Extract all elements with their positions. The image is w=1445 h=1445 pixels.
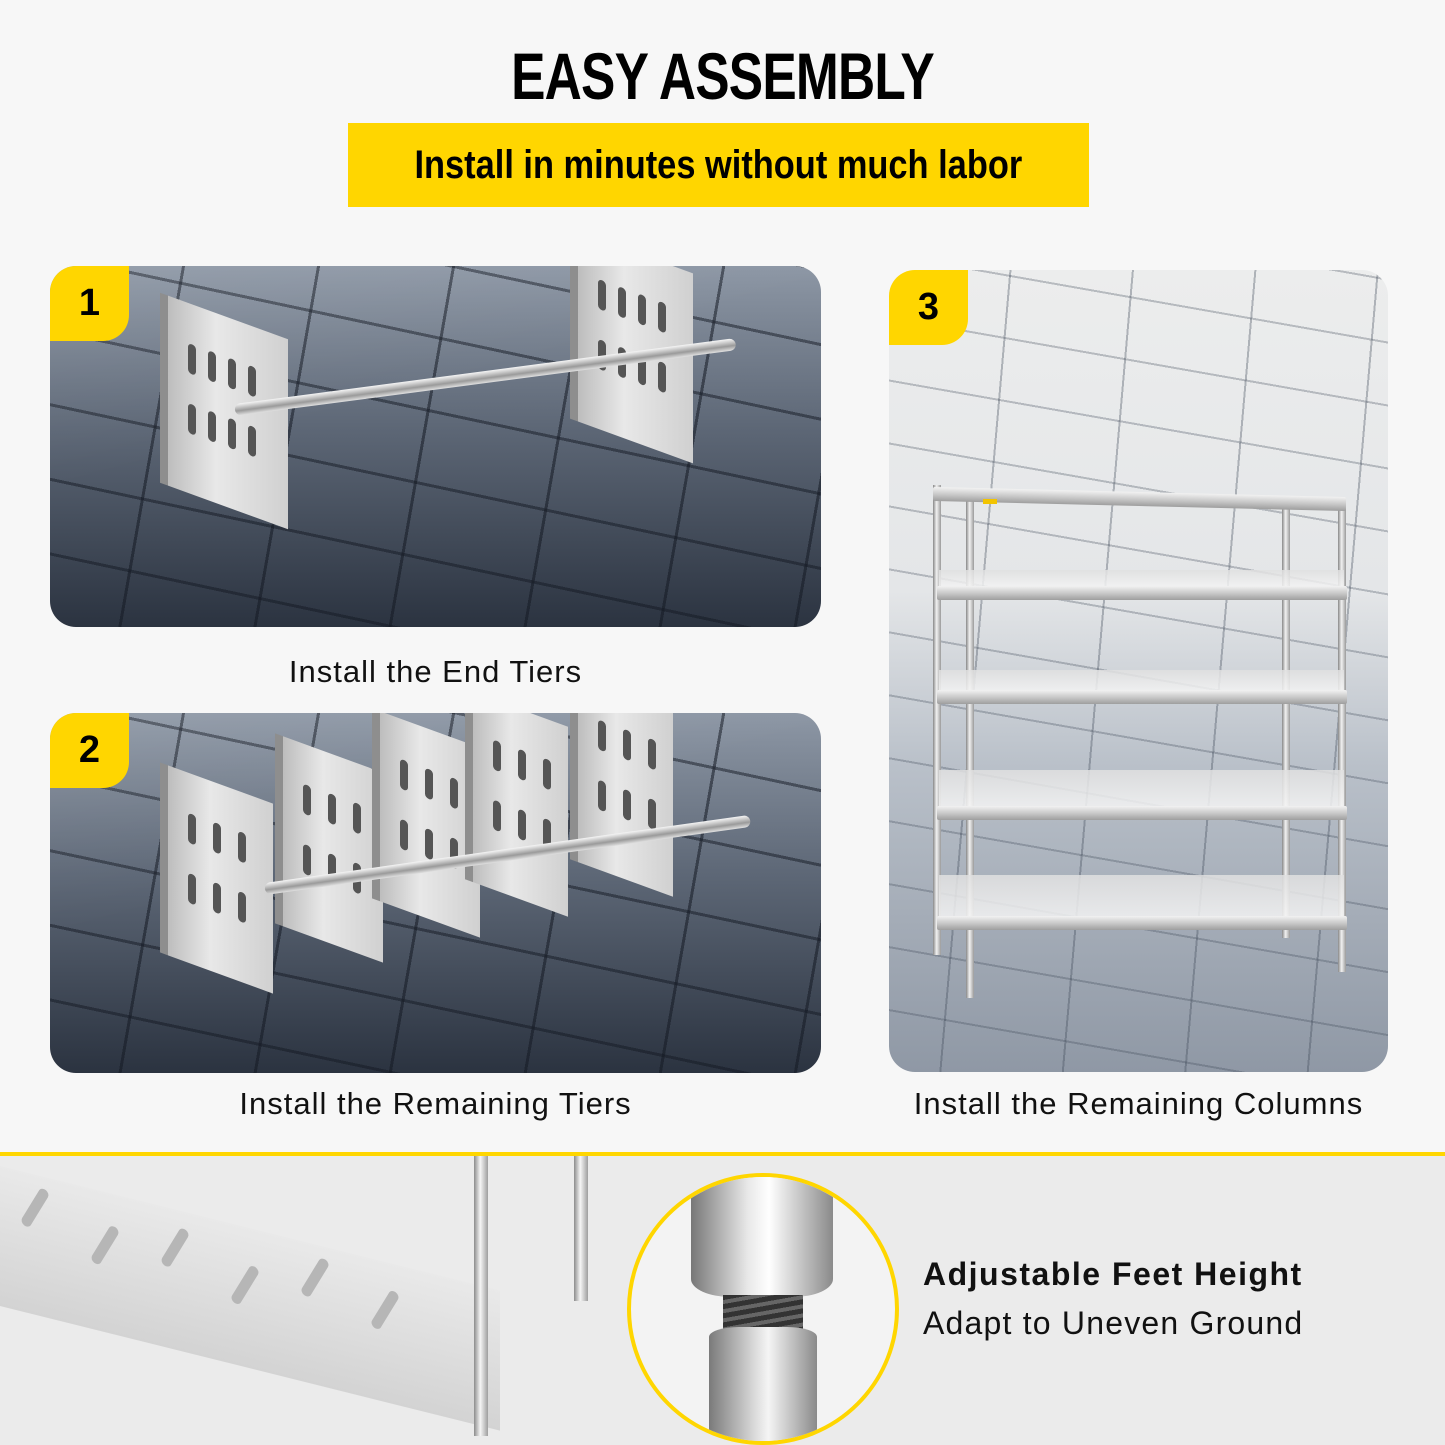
- step-3-image: 3: [889, 270, 1388, 1072]
- rack-post: [1282, 498, 1290, 938]
- feature-subtitle: Adapt to Uneven Ground: [923, 1305, 1304, 1341]
- page-title: EASY ASSEMBLY: [511, 39, 935, 113]
- adjustable-foot-closeup: [627, 1173, 899, 1445]
- shelf-leg: [574, 1156, 588, 1301]
- step-2-image: 2: [50, 713, 821, 1073]
- section-divider: [0, 1152, 1445, 1156]
- step-3-badge: 3: [889, 270, 968, 345]
- step-2-badge: 2: [50, 713, 129, 788]
- step-1-image: 1: [50, 266, 821, 627]
- shelf-leg: [474, 1156, 488, 1436]
- rack-post: [1338, 502, 1346, 972]
- brand-logo: [983, 499, 997, 504]
- subtitle-text: Install in minutes without much labor: [414, 142, 1023, 187]
- rack-post: [933, 485, 941, 955]
- feature-title: Adjustable Feet Height: [923, 1256, 1303, 1292]
- step-2-caption: Install the Remaining Tiers: [239, 1086, 632, 1121]
- subtitle-banner: Install in minutes without much labor: [348, 123, 1089, 207]
- rack-post: [966, 488, 974, 998]
- step-1-caption: Install the End Tiers: [288, 654, 583, 689]
- step-1-badge: 1: [50, 266, 129, 341]
- step-3-caption: Install the Remaining Columns: [913, 1086, 1364, 1121]
